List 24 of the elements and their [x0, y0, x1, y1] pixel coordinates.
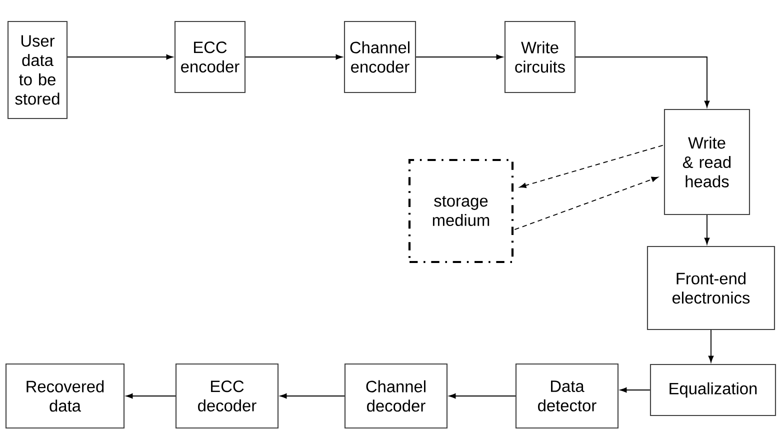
process-box: Front-end electronics: [646, 246, 776, 330]
storage-medium-box: storage medium: [408, 158, 514, 264]
process-box: ECC encoder: [174, 20, 246, 94]
process-box: ECC decoder: [175, 363, 279, 429]
process-box: Write & read heads: [664, 108, 750, 216]
arrow: [245, 54, 342, 60]
process-box: Recovered data: [5, 363, 125, 429]
arrow: [67, 54, 173, 60]
arrow: [416, 54, 503, 60]
arrow: [520, 144, 664, 188]
arrow: [575, 56, 710, 108]
arrow: [620, 387, 650, 393]
process-box: User data to be stored: [7, 20, 68, 120]
arrow: [126, 393, 176, 399]
arrow: [449, 393, 516, 399]
arrow: [708, 330, 714, 362]
arrow: [280, 393, 345, 399]
process-box: Channel encoder: [344, 20, 416, 94]
process-box: Channel decoder: [344, 363, 448, 429]
process-box: Equalization: [650, 364, 776, 416]
arrow: [704, 214, 710, 244]
arrow: [514, 176, 658, 230]
process-box: Data detector: [515, 363, 619, 429]
process-box: Write circuits: [504, 20, 576, 94]
